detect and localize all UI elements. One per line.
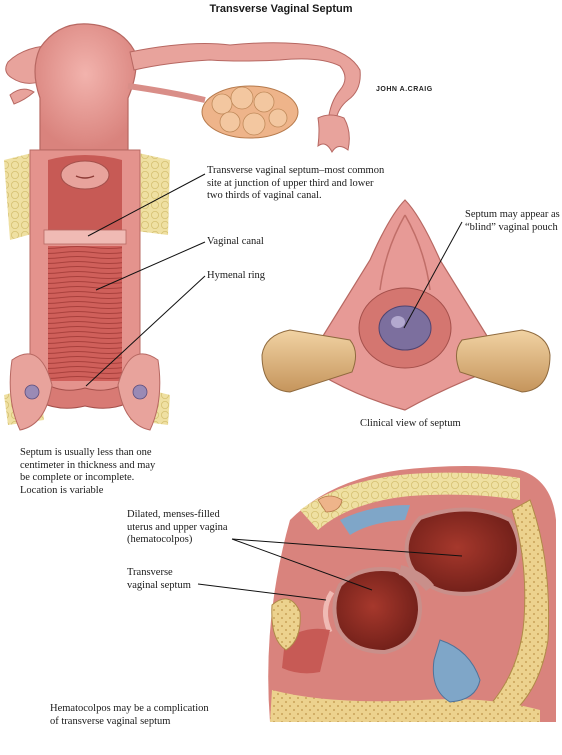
ovary-right — [201, 85, 299, 139]
clinical-view-illustration — [261, 199, 551, 411]
label-blind-pouch: Septum may appear as “blind” vaginal pou… — [465, 209, 560, 233]
label-thickness-note: Septum is usually less than one centimet… — [20, 447, 156, 496]
blind-pouch — [378, 305, 432, 351]
vestibular-gland-left — [24, 384, 40, 400]
ovarian-ligament — [127, 83, 206, 103]
bladder-tissue — [340, 505, 410, 535]
fimbriae-left — [9, 88, 35, 105]
leader-dilated-uterus-a — [231, 538, 463, 557]
fimbriae-right — [317, 114, 350, 154]
glove-left — [261, 329, 356, 393]
leader-dilated-uterus-b — [231, 538, 373, 591]
glove-right — [456, 329, 551, 393]
cervical-connection — [398, 565, 434, 592]
intestine-loop — [317, 495, 343, 513]
leader-septum-common-site — [87, 173, 206, 237]
external-os — [75, 175, 95, 179]
leader-hymenal-ring — [85, 275, 206, 387]
leader-transverse-septum — [197, 583, 327, 601]
label-dilated-uterus: Dilated, menses-filled uterus and upper … — [127, 509, 228, 546]
pubic-bone — [271, 598, 301, 651]
uterus-frontal-view — [4, 23, 361, 431]
transverse-septum-band — [43, 229, 127, 245]
label-transverse-septum: Transverse vaginal septum — [127, 567, 191, 591]
label-hematocolpos-note: Hematocolpos may be a complication of tr… — [50, 703, 209, 727]
label-vaginal-canal: Vaginal canal — [207, 236, 264, 247]
figure-title: Transverse Vaginal Septum — [209, 3, 353, 15]
leader-vaginal-canal — [95, 241, 206, 291]
label-septum-common-site: Transverse vaginal septum–most common si… — [207, 165, 385, 202]
rectum — [432, 639, 481, 703]
perineal-floor — [270, 690, 540, 722]
label-hymenal-ring: Hymenal ring — [207, 270, 266, 281]
abdominal-fat — [300, 472, 520, 530]
uterus-body — [34, 23, 137, 151]
leader-blind-pouch — [403, 221, 463, 329]
septum-sagittal — [323, 590, 335, 634]
label-clinical-view: Clinical view of septum — [360, 418, 461, 429]
cervix — [60, 160, 110, 190]
uterus-dilated — [404, 507, 521, 596]
artist-signature: JOHN A.CRAIG — [376, 86, 433, 93]
vestibular-gland-right — [132, 384, 148, 400]
upper-vagina-dilated — [332, 567, 423, 655]
vaginal-canal-rugae — [48, 246, 122, 381]
sagittal-view-illustration — [268, 466, 556, 722]
pouch-highlight — [391, 316, 405, 328]
